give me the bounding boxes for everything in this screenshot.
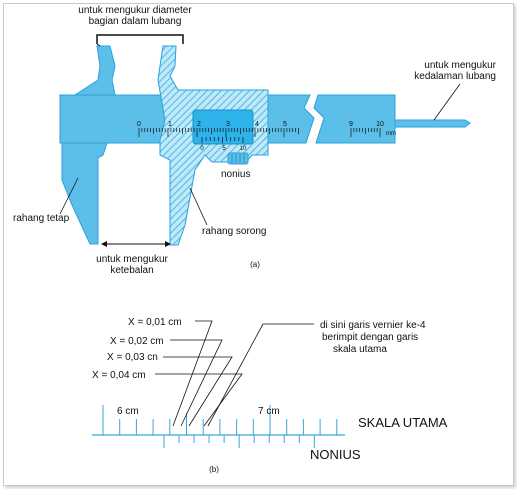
thickness-arrow-head-right (165, 241, 171, 247)
x-label-002: X = 0,02 cm (110, 336, 164, 347)
inner-diameter-label-line2: bagian dalam lubang (89, 16, 182, 27)
sliding-jaw-label: rahang sorong (202, 226, 267, 237)
note-line2: berimpit dengan garis (322, 332, 418, 343)
vernier-number-0: 0 (200, 146, 204, 152)
leader-x-003 (163, 356, 233, 427)
b-leader-lines (155, 320, 314, 427)
main-scale-number-9: 9 (349, 121, 353, 128)
thickness-arrow-head-left (101, 241, 107, 247)
unit-label: mm (386, 131, 396, 137)
caption-a: (a) (250, 260, 260, 269)
main-beam-end (313, 94, 396, 144)
main-scale-number-2: 2 (197, 121, 201, 128)
vernier-number-5: 5 (222, 146, 226, 152)
caption-b: (b) (209, 465, 219, 474)
inner-diameter-bracket (96, 34, 184, 44)
depth-label-line1: untuk mengukur (424, 60, 496, 71)
fixed-upper-jaw (73, 45, 116, 96)
inner-diameter-arrow-left (96, 43, 101, 47)
vernier-scale-ticks (201, 137, 244, 143)
scale-label-7cm: 7 cm (258, 406, 280, 417)
b-vernier-ticks (163, 435, 315, 448)
x-label-003: X = 0,03 cn (107, 352, 158, 363)
leader-x-001 (172, 320, 213, 427)
main-scale-ticks (138, 128, 381, 137)
depth-label-line2: kedalaman lubang (414, 71, 496, 82)
vernier-caliper: 0 1 2 3 4 5 9 10 mm 0 5 10 (59, 45, 471, 246)
thumb-screw (227, 152, 249, 165)
main-scale-title: SKALA UTAMA (358, 415, 448, 430)
sliding-jaw (157, 45, 269, 246)
scale-label-6cm: 6 cm (117, 406, 139, 417)
fixed-jaw (61, 142, 108, 245)
vernier-reading-diagram (92, 320, 345, 448)
main-scale-number-3: 3 (226, 121, 230, 128)
fixed-jaw-leader-line (59, 177, 79, 215)
main-scale-number-0: 0 (137, 121, 141, 128)
main-scale-number-5: 5 (283, 121, 287, 128)
depth-leader-line (433, 83, 461, 121)
leader-x-004 (155, 373, 243, 427)
b-main-scale-ticks (102, 405, 338, 435)
nonius-label: nonius (221, 169, 250, 180)
fixed-jaw-label: rahang tetap (13, 213, 70, 224)
leader-note (207, 323, 314, 427)
vernier-number-10: 10 (240, 146, 247, 152)
thickness-label-line1: untuk mengukur (96, 254, 168, 265)
thickness-label-line2: ketebalan (110, 265, 153, 276)
sliding-jaw-leader-line (189, 187, 208, 226)
x-label-004: X = 0,04 cm (92, 370, 146, 381)
x-label-001: X = 0,01 cm (128, 317, 182, 328)
figure-frame (3, 3, 514, 486)
note-line3: skala utama (333, 344, 387, 355)
main-scale-number-4: 4 (255, 121, 259, 128)
main-scale-number-1: 1 (168, 121, 172, 128)
vernier-title: NONIUS (310, 447, 361, 462)
inner-diameter-label-line1: untuk mengukur diameter (78, 5, 192, 16)
leader-x-002 (170, 339, 223, 427)
note-line1: di sini garis vernier ke-4 (320, 320, 426, 331)
vernier-window (192, 109, 254, 145)
thumb-screw-grip (231, 154, 245, 163)
main-scale-number-10: 10 (376, 121, 384, 128)
